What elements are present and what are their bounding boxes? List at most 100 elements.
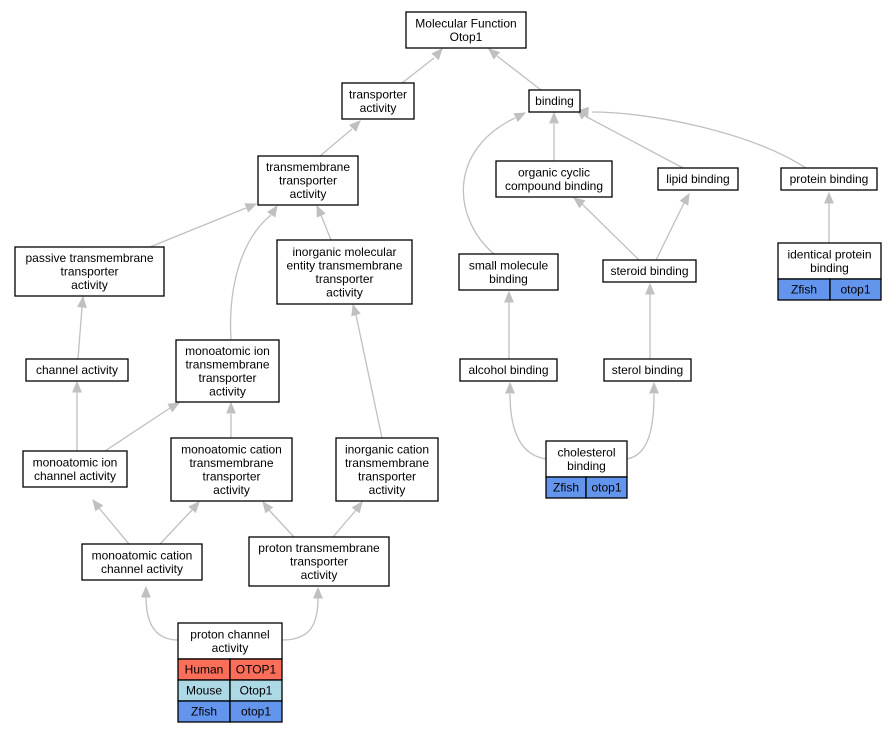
node-label-line: binding	[489, 272, 528, 286]
arrow-head	[349, 120, 361, 132]
arrow-head	[488, 48, 501, 60]
species-cell-species[interactable]: Zfish	[177, 700, 231, 723]
arrow-head	[316, 204, 326, 218]
node-protbind[interactable]: protein binding	[780, 167, 878, 191]
edge-cholest-to-sterol	[626, 381, 659, 460]
arrow-head	[824, 191, 834, 204]
species-cell-species[interactable]: Human	[177, 658, 231, 681]
node-inorgcat[interactable]: inorganic cationtransmembranetransporter…	[335, 437, 439, 502]
node-box	[170, 437, 293, 502]
node-label-line: transmembrane	[189, 456, 273, 470]
arrow-head	[351, 303, 361, 317]
node-lipid[interactable]: lipid binding	[657, 167, 739, 191]
arrow-head	[92, 498, 104, 512]
node-moncattm[interactable]: monoatomic cationtransmembranetransporte…	[170, 437, 293, 502]
edge-monionch-to-channel	[72, 380, 82, 451]
node-label-line: inorganic molecular	[292, 245, 396, 259]
arrow-head	[431, 48, 443, 61]
species-cell-species[interactable]: Mouse	[177, 679, 231, 702]
edge-binding-to-mf	[488, 48, 542, 91]
cell-box	[829, 278, 882, 301]
edge-cholest-to-alcohol	[505, 381, 547, 460]
node-label-line: binding	[535, 94, 574, 108]
node-label-line: monoatomic cation	[181, 442, 282, 456]
species-cell-gene[interactable]: otop1	[585, 476, 628, 499]
edge-occb-to-binding	[549, 111, 559, 161]
node-label-line: identical protein	[787, 247, 871, 261]
edge-line	[145, 596, 179, 641]
node-label-line: binding	[567, 459, 606, 473]
node-label-line: monoatomic cation	[92, 548, 193, 562]
node-label-line: organic cyclic	[518, 165, 590, 179]
arrow-head	[167, 402, 181, 413]
edge-steroid-to-occb	[572, 197, 640, 261]
edge-line	[584, 115, 684, 169]
node-box	[780, 167, 878, 191]
node-label-line: activity	[326, 285, 363, 299]
edge-protonch-to-moncatch	[141, 585, 179, 641]
cell-label: Mouse	[186, 684, 222, 698]
node-label-line: binding	[810, 261, 849, 275]
species-cell-gene[interactable]: Otop1	[229, 679, 283, 702]
node-box	[495, 160, 613, 198]
species-cell-species[interactable]: Zfish	[545, 476, 587, 499]
node-label-line: transmembrane	[266, 160, 350, 174]
node-label-line: channel activity	[34, 469, 116, 483]
node-label-line: channel activity	[36, 363, 118, 377]
edge-line	[98, 507, 130, 545]
edge-moncattm-to-moniontm	[226, 401, 236, 438]
node-label-line: activity	[290, 187, 327, 201]
node-box	[25, 358, 129, 382]
edge-line	[332, 509, 357, 538]
node-steroid[interactable]: steroid binding	[602, 259, 697, 283]
node-label-line: transmembrane	[345, 456, 429, 470]
species-cell-gene[interactable]: otop1	[229, 700, 283, 723]
edge-line	[268, 509, 295, 538]
edge-line	[319, 128, 353, 157]
species-cell-gene[interactable]: OTOP1	[229, 658, 283, 681]
node-label-line: monoatomic ion	[185, 344, 270, 358]
arrow-head	[572, 197, 586, 209]
arrow-head	[313, 586, 323, 599]
node-label-line: protein binding	[790, 172, 869, 186]
node-channel[interactable]: channel activity	[25, 358, 129, 382]
edge-line	[320, 214, 332, 241]
species-cell-species[interactable]: Zfish	[777, 278, 831, 301]
node-box	[22, 450, 128, 488]
edge-sterol-to-steroid	[645, 282, 655, 359]
node-label-line: channel activity	[101, 562, 183, 576]
node-label-line: transporter	[358, 469, 416, 483]
node-label-line: passive transmembrane	[25, 251, 153, 265]
node-label-line: cholesterol	[557, 445, 615, 459]
arrow-head	[267, 204, 278, 218]
node-box	[777, 242, 882, 280]
node-label-line: compound binding	[505, 179, 603, 193]
edge-line	[159, 509, 193, 545]
arrow-head	[141, 585, 151, 598]
node-alcohol[interactable]: alcohol binding	[459, 358, 558, 382]
cell-label: otop1	[840, 283, 870, 297]
node-label-line: lipid binding	[666, 172, 729, 186]
node-binding[interactable]: binding	[528, 89, 581, 113]
edge-line	[509, 393, 547, 460]
node-box	[81, 543, 203, 581]
node-sterol[interactable]: sterol binding	[603, 358, 692, 382]
cell-box	[229, 700, 283, 723]
species-cell-gene[interactable]: otop1	[829, 278, 882, 301]
node-moniontm[interactable]: monoatomic iontransmembranetransporterac…	[175, 339, 280, 403]
node-label-line: transporter	[315, 272, 373, 286]
arrow-head	[262, 500, 274, 514]
